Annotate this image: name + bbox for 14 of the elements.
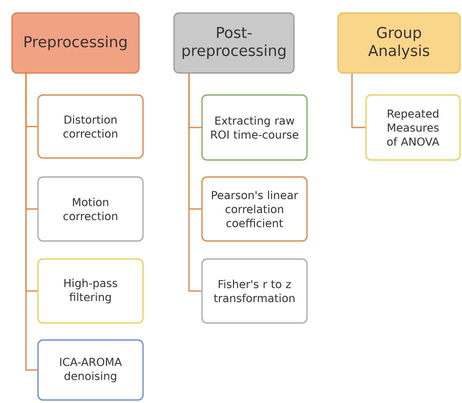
step-box: ICA-AROMA denoising: [37, 339, 144, 401]
step-box: Motion correction: [37, 176, 144, 242]
connector-line: [25, 74, 38, 371]
step-box: Extracting raw ROI time-course: [201, 94, 308, 161]
connector-line: [188, 74, 202, 292]
step-box: High-pass filtering: [37, 258, 144, 324]
stage-header: Post-preprocessing: [173, 12, 295, 74]
stage-header: Group Analysis: [337, 12, 461, 74]
step-box: Pearson's linear correlation coefficient: [201, 176, 308, 242]
step-box: Fisher's r to z transformation: [201, 258, 308, 324]
stage-header: Preprocessing: [11, 12, 140, 74]
step-box: Distortion correction: [37, 94, 144, 159]
step-box: Repeated Measures of ANOVA: [365, 94, 461, 161]
connector-line: [351, 74, 366, 128]
